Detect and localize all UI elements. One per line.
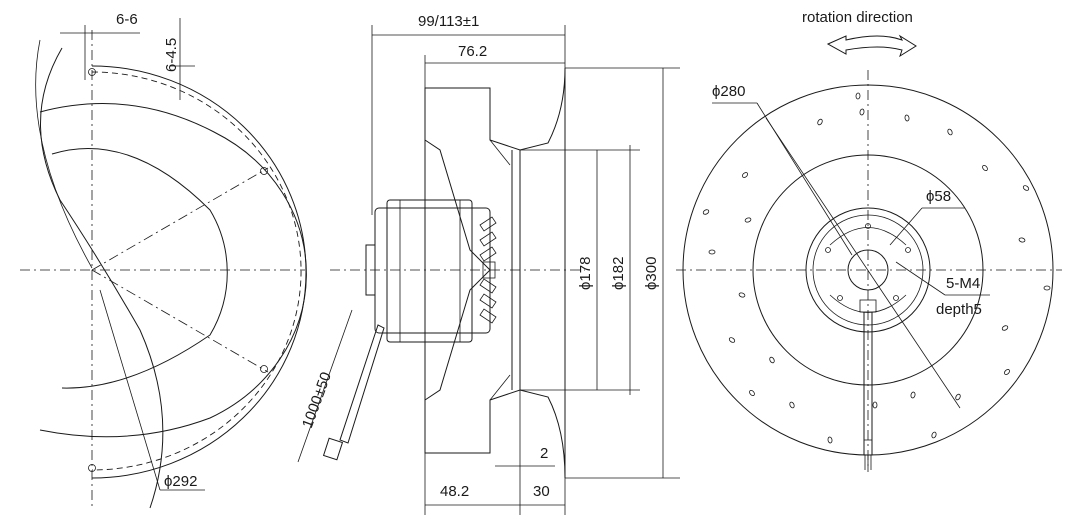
dim-1000-line (297, 309, 353, 463)
dim-99-113-label: 99/113±1 (418, 13, 480, 30)
left-diag-up (91, 167, 269, 271)
dim-phi182-label: ϕ182 (610, 256, 627, 290)
dim-phi280-label: ϕ280 (712, 83, 746, 100)
left-hole-2 (260, 365, 268, 373)
left-dashed-arc (91, 71, 302, 471)
left-view-geometry (20, 18, 307, 509)
left-hole-1 (260, 167, 268, 175)
left-curve-2 (35, 39, 93, 269)
hub-screw-5 (825, 247, 831, 253)
left-inner-arc (39, 103, 307, 438)
left-hole-4 (88, 464, 96, 472)
motor-flange (386, 199, 473, 343)
hub-inner-arc-1 (829, 227, 907, 246)
hub-screw-2 (905, 247, 911, 253)
phi292-leader (99, 289, 161, 491)
dim-6-4.5-label: 6-4.5 (163, 37, 180, 72)
cable (339, 324, 385, 444)
left-diag-down (91, 269, 269, 373)
dim-2-label: 2 (540, 445, 549, 462)
dim-6-6-label: 6-6 (116, 11, 138, 28)
dim-30-label: 30 (533, 483, 550, 500)
left-outer-arc (91, 65, 307, 479)
dim-76-2-label: 76.2 (458, 43, 488, 60)
dim-depth5-label: depth5 (936, 301, 982, 318)
dim-phi300-label: ϕ300 (643, 256, 660, 290)
dim-5-m4-label: 5-M4 (946, 275, 981, 292)
motor-fins (479, 216, 497, 324)
left-s-curve (40, 47, 164, 509)
phi58-leader (889, 207, 923, 246)
dim-phi292-label: ϕ292 (164, 473, 198, 490)
front-view-geometry (676, 34, 1062, 472)
hub-screw-1 (865, 223, 871, 229)
blade-edge-1 (489, 139, 511, 166)
cable-end (322, 437, 344, 461)
rotation-direction-label: rotation direction (802, 9, 913, 26)
blade-rivets (702, 92, 1051, 444)
side-view-geometry (297, 25, 680, 515)
blade-edge-2 (489, 374, 511, 401)
left-hub-arc (51, 147, 228, 389)
dim-phi178-label: ϕ178 (577, 256, 594, 290)
left-hole-3 (88, 68, 96, 76)
hub-screw-4 (837, 295, 843, 301)
hub-screw-3 (893, 295, 899, 301)
dim-48-2-label: 48.2 (440, 483, 470, 500)
phi280-dim-line (765, 117, 961, 409)
m4-leader (895, 261, 946, 296)
dim-phi58-label: ϕ58 (926, 188, 952, 205)
rotation-arrow-icon (826, 34, 917, 58)
motor-body (374, 207, 491, 334)
